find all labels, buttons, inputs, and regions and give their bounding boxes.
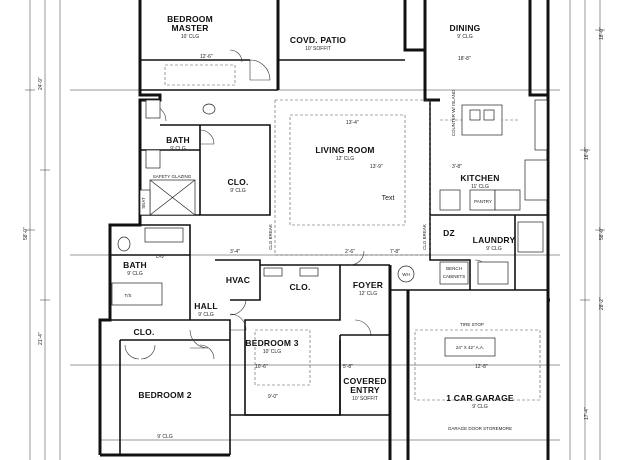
tub-note: T/S: [124, 293, 131, 298]
room-garage: 1 CAR GARAGE: [446, 393, 514, 403]
dim-5-8: 5'-8": [343, 364, 353, 370]
interior-walls: [110, 59, 548, 455]
dim-10-6: 10'-6": [255, 364, 268, 370]
room-bath-master: BATH: [166, 135, 190, 145]
dim-overall-right: 58'-0": [599, 227, 605, 240]
dim-left-24: 24'-9": [38, 77, 44, 90]
room-living-sub: 12' CLG: [336, 156, 354, 162]
fixtures: [111, 99, 548, 357]
dim-13-4: 13'-4": [346, 120, 359, 126]
room-foyer: FOYER: [353, 280, 383, 290]
dim-right-28: 28'-2": [599, 297, 605, 310]
dim-right-17: 17'-4": [584, 407, 590, 420]
room-bedroom3-sub: 10' CLG: [263, 349, 281, 355]
seat-note: SEAT: [141, 197, 146, 209]
dim-top-12: 12'-6": [200, 54, 213, 60]
room-bath2-sub: 9' CLG: [127, 271, 143, 277]
dim-2-6: 2'-6": [345, 249, 355, 255]
dim-9-0: 9'-0": [268, 394, 278, 400]
clg-break-note-2: CLG BREAK: [422, 224, 427, 250]
room-bath2: BATH: [123, 260, 147, 270]
room-bedroom2-sub: 9' CLG: [157, 434, 173, 440]
room-dz: DZ: [443, 228, 455, 238]
room-dining: DINING: [450, 23, 481, 33]
access-panel-note: 24" X 42" A.A.: [456, 345, 484, 350]
dim-13-9: 13'-9": [370, 164, 383, 170]
room-hvac: HVAC: [226, 275, 250, 285]
room-laundry-sub: 9' CLG: [486, 246, 502, 252]
room-living: LIVING ROOM: [315, 145, 374, 155]
dim-18-8: 18'-8": [458, 56, 471, 62]
bench-note: BENCH: [446, 266, 462, 271]
dim-3-8: 3'-8": [452, 164, 462, 170]
room-entry-line1: COVERED: [343, 376, 386, 386]
dim-3-4: 3'-4": [230, 249, 240, 255]
clg-break-note-1: CLG BREAK: [268, 224, 273, 250]
room-dining-sub: 9' CLG: [457, 34, 473, 40]
room-bedroom3: BEDROOM 3: [245, 338, 298, 348]
room-kitchen-sub: 11' CLG: [471, 184, 489, 190]
dim-overall-left: 58'-0": [23, 227, 29, 240]
dim-right-18: 18'-0": [599, 27, 605, 40]
dim-12-8: 12'-8": [475, 364, 488, 370]
wh-note: WH: [402, 272, 410, 277]
room-master-line1: BEDROOM: [167, 14, 213, 24]
plan-notes: Text SAFETY GLAZING COUNTER W/ ISLAND PA…: [124, 89, 512, 431]
counter-island-note: COUNTER W/ ISLAND: [451, 89, 456, 136]
text-label: Text: [382, 195, 395, 202]
room-garage-sub: 9' CLG: [472, 404, 488, 410]
room-patio-sub: 10' SOFFIT: [305, 46, 331, 52]
room-entry-sub: 10' SOFFIT: [352, 396, 378, 402]
dim-left-21: 21'-4": [38, 332, 44, 345]
safety-glazing-note: SAFETY GLAZING: [153, 174, 192, 179]
room-entry-line2: ENTRY: [350, 385, 380, 395]
dim-7-8: 7'-8": [390, 249, 400, 255]
lav-note: LAV: [156, 254, 164, 259]
room-foyer-sub: 12' CLG: [359, 291, 377, 297]
room-hall-sub: 9' CLG: [198, 312, 214, 318]
room-closet-hall: CLO.: [289, 282, 310, 292]
room-patio: COVD. PATIO: [290, 35, 346, 45]
tire-stop-note: TIRE STOP: [460, 322, 484, 327]
dimension-labels: 58'-0" 24'-9" 21'-4" 58'-0" 18'-0" 16'-8…: [23, 27, 605, 420]
room-labels: BEDROOM MASTER 10' CLG COVD. PATIO 10' S…: [123, 14, 515, 440]
room-bath-master-sub: 9' CLG: [170, 146, 186, 152]
room-closet-master: CLO.: [227, 177, 248, 187]
room-closet-master-sub: 9' CLG: [230, 188, 246, 194]
room-master-sub: 10' CLG: [181, 34, 199, 40]
garage-door-note: GARAGE DOOR STOREMORE: [448, 426, 512, 431]
room-closet2: CLO.: [133, 327, 154, 337]
room-hall: HALL: [194, 301, 217, 311]
dim-right-16: 16'-8": [584, 147, 590, 160]
room-laundry: LAUNDRY: [473, 235, 516, 245]
room-kitchen: KITCHEN: [460, 173, 499, 183]
pantry-note: PANTRY: [474, 199, 492, 204]
room-master-line2: MASTER: [171, 23, 208, 33]
room-bedroom2: BEDROOM 2: [138, 390, 191, 400]
cabinets-note: CABINETS: [443, 274, 466, 279]
